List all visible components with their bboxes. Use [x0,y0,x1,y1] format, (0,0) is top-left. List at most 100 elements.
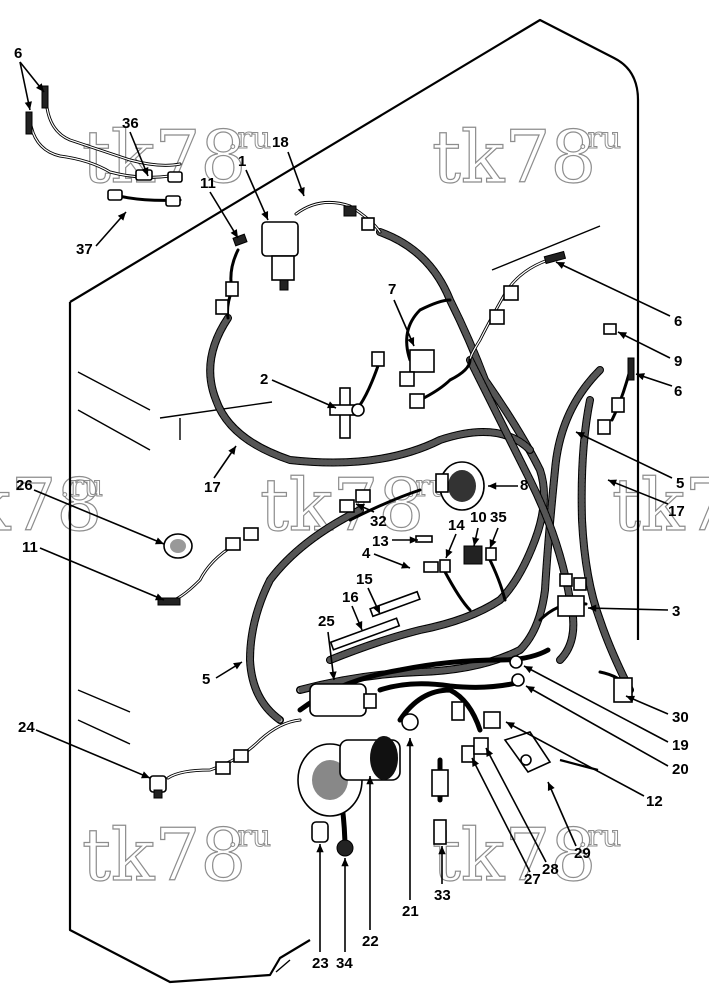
terminal-20 [511,673,525,687]
callout-number: 17 [204,479,221,496]
callout-number: 5 [676,475,684,492]
watermark: tk78 [612,463,709,547]
callout-c21: 21 [402,738,419,920]
callout-number: 16 [342,589,359,606]
callout-number: 19 [672,737,689,754]
watermark-suffix: .ru [228,819,271,854]
connector-24 [215,761,231,775]
callout-c37: 37 [76,211,127,258]
watermark: tk78 [432,813,596,897]
callout-number: 6 [674,313,682,330]
callout-arrowhead [228,446,236,455]
connector-32 [355,489,371,503]
callout-c14: 14 [445,517,465,559]
alternator-8 [435,461,485,511]
callout-number: 25 [318,613,335,630]
callout-arrowhead [356,503,365,511]
callout-arrowhead [486,748,494,757]
callout-arrowhead [316,844,324,853]
callout-arrowhead [618,332,627,339]
callout-leader-line [587,607,669,611]
connector-7 [371,351,385,367]
callout-number: 26 [16,477,33,494]
callout-leader-line [617,331,671,359]
callout-number: 23 [312,955,329,972]
bracket-15 [369,590,421,618]
callout-arrowhead [366,776,374,785]
callout-c27: 27 [471,757,541,888]
callout-arrowhead [373,605,380,614]
callout-c34: 34 [336,858,353,972]
callout-c20: 20 [525,685,689,778]
temperature-sensor-6 [627,357,635,381]
callout-c24: 24 [18,719,151,779]
callout-arrowhead [155,537,164,545]
callout-c2: 2 [260,371,337,409]
sensor-plug-11 [157,597,181,606]
tee-fitting-2 [329,387,365,439]
callout-number: 37 [76,241,93,258]
sensor-33 [431,769,449,845]
connector-6 [597,419,611,435]
callout-c17b: 17 [607,479,685,520]
callout-number: 22 [362,933,379,950]
callout-leader-line [555,261,671,317]
callout-c11a: 11 [200,175,239,239]
sender-12 [483,711,501,729]
callout-arrowhead [556,262,565,269]
callout-arrowhead [526,686,535,694]
callout-arrowhead [230,229,238,238]
callout-c18: 18 [272,134,305,197]
callout-arrowhead [636,373,645,381]
callout-arrowhead [524,666,533,674]
callout-arrowhead [341,858,349,867]
callout-leader-line [485,747,547,863]
watermark: tk78 [0,463,102,547]
callout-arrowhead [472,537,480,546]
callout-arrowhead [409,536,418,544]
callout-number: 35 [490,509,507,526]
callout-number: 29 [574,845,591,862]
connector-32 [339,499,355,513]
callout-c4: 4 [362,545,411,569]
callout-c29: 29 [547,781,591,862]
callout-number: 21 [402,903,419,920]
callout-arrowhead [489,539,497,548]
pressure-switch-1 [261,221,299,291]
callout-arrowhead [472,758,479,767]
callout-number: 28 [542,861,559,878]
diode-35 [485,547,497,561]
starter-motor-22 [297,736,401,817]
callout-arrowhead [588,604,597,612]
temperature-sensor-6 [41,85,49,109]
callout-number: 14 [448,517,465,534]
fuel-solenoid-3 [557,573,587,617]
callout-arrowhead [233,662,242,670]
callout-number: 33 [434,887,451,904]
callout-arrowhead [117,212,126,221]
callout-arrowhead [327,401,336,409]
callout-leader-line [505,721,645,797]
connector-11 [225,281,239,297]
connector-6 [503,285,519,301]
connector-11 [215,299,229,315]
callout-arrowhead [355,621,363,630]
watermark-suffix: .ru [228,121,271,156]
callout-arrowhead [626,695,635,703]
callout-number: 5 [202,671,210,688]
callout-number: 27 [524,871,541,888]
callout-leader-line [39,547,165,601]
watermark: tk78 [432,115,596,199]
callout-c16: 16 [342,589,363,631]
callout-arrowhead [155,593,164,601]
callout-number: 6 [14,45,22,62]
callout-c10: 10 [470,509,487,547]
callout-c23: 23 [312,844,329,972]
callout-number: 36 [122,115,139,132]
callout-c7: 7 [388,281,415,347]
wiring-harness-bundles [206,228,634,724]
callout-number: 11 [22,539,38,556]
callout-leader-line [607,479,669,505]
